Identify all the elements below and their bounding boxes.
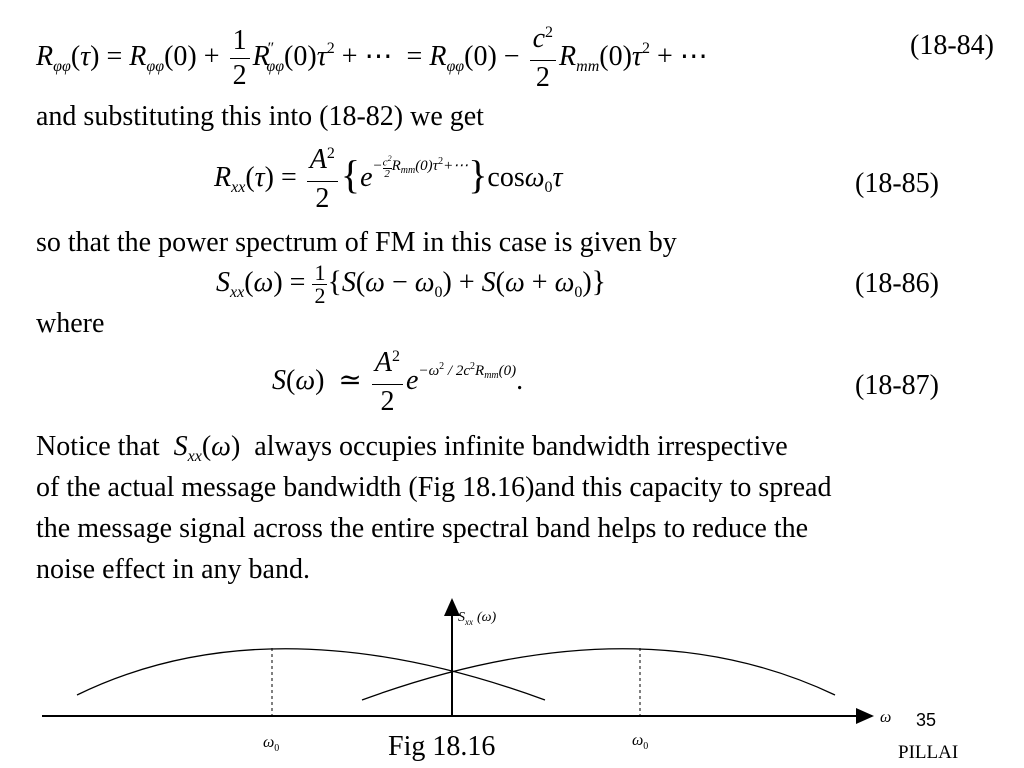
equation-number-18-84: (18-84) bbox=[910, 30, 994, 61]
equation-number-18-85: (18-85) bbox=[855, 168, 939, 199]
x-axis-label: ω bbox=[880, 709, 891, 726]
notice-suffix: always occupies infinite bandwidth irres… bbox=[254, 431, 788, 462]
y-axis-label: S bbox=[458, 610, 465, 625]
figure-caption: Fig 18.16 bbox=[388, 731, 495, 762]
svg-text:Sxx(ω): Sxx (ω) bbox=[458, 610, 497, 627]
equation-number-18-87: (18-87) bbox=[855, 370, 939, 401]
right-tick-label: ω bbox=[632, 732, 643, 749]
paragraph-line-4: noise effect in any band. bbox=[36, 554, 310, 585]
paragraph-line-3: the message signal across the entire spe… bbox=[36, 513, 809, 544]
svg-text:ω0: ω0 bbox=[263, 734, 279, 754]
page-number: 35 bbox=[916, 710, 936, 730]
y-axis-arg: (ω) bbox=[477, 610, 497, 625]
svg-text:ω0: ω0 bbox=[632, 732, 648, 752]
right-tick-sub: 0 bbox=[643, 741, 648, 752]
text-substituting: and substituting this into (18-82) we ge… bbox=[36, 101, 484, 132]
y-axis-sub: xx bbox=[464, 617, 473, 627]
text-power-spectrum: so that the power spectrum of FM in this… bbox=[36, 227, 677, 258]
right-spectrum-curve bbox=[361, 648, 836, 701]
left-tick-label: ω bbox=[263, 734, 274, 751]
left-tick-sub: 0 bbox=[274, 743, 279, 754]
left-spectrum-curve bbox=[76, 648, 546, 701]
author-label: PILLAI bbox=[898, 742, 958, 763]
spectrum-figure: Sxx(ω) ω ω0 ω0 Fig 18.16 35 PILLAI bbox=[42, 598, 958, 763]
paragraph-line-1: Notice that Sxx(ω) always occupies infin… bbox=[36, 431, 788, 465]
paragraph-line-2: of the actual message bandwidth (Fig 18.… bbox=[36, 472, 832, 503]
notice-prefix: Notice that bbox=[36, 431, 160, 462]
text-where: where bbox=[36, 308, 105, 339]
equation-number-18-86: (18-86) bbox=[855, 268, 939, 299]
